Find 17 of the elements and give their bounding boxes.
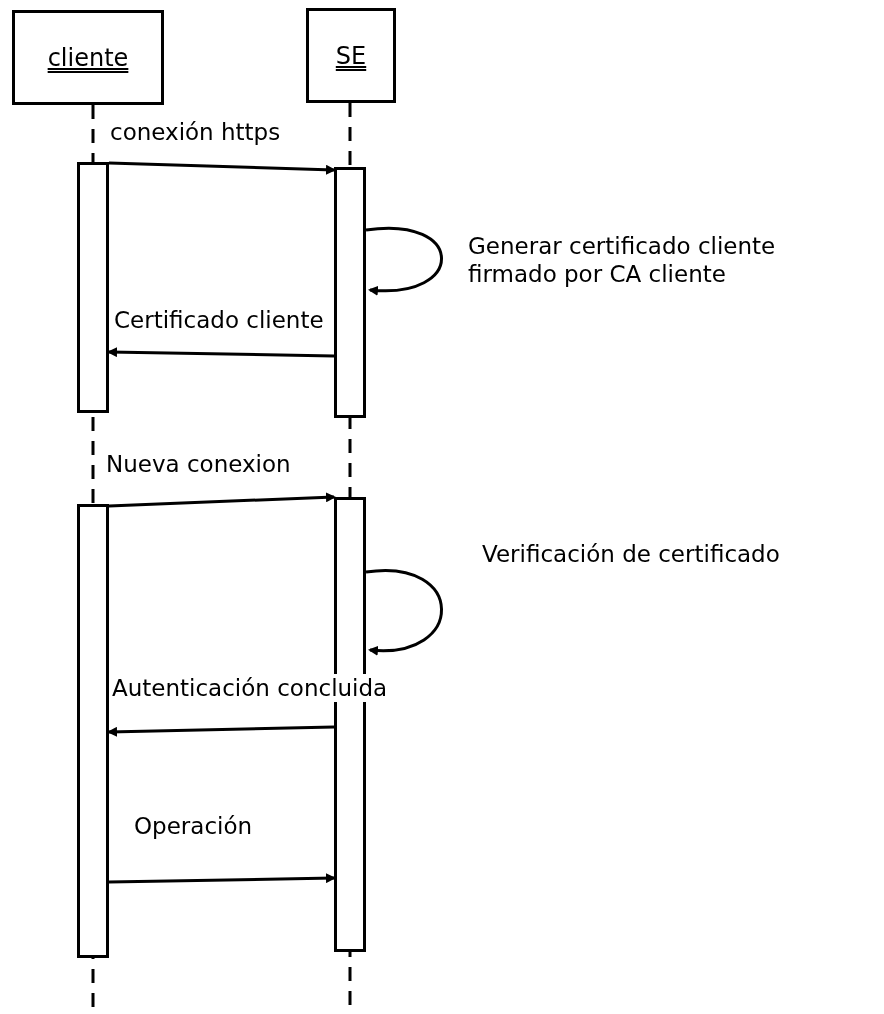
message-arrow [108, 873, 336, 884]
activation-bar [77, 504, 109, 958]
participant-box [306, 8, 396, 103]
message-label: Generar certificado cliente firmado por CA cliente [467, 232, 777, 288]
participant-name: cliente [47, 43, 129, 72]
message-label: conexión https [108, 118, 283, 146]
message-arrow [108, 492, 336, 508]
message-label: Verificación de certificado [481, 540, 781, 568]
self-message-arrow [365, 226, 443, 296]
participant-name: SE [335, 41, 367, 70]
message-arrow [107, 725, 335, 737]
message-arrow [108, 161, 336, 175]
self-message-arrow [365, 569, 443, 656]
participant-box [12, 10, 164, 105]
activation-bar [77, 162, 109, 413]
activation-bar [334, 167, 366, 418]
message-arrow [107, 347, 335, 358]
